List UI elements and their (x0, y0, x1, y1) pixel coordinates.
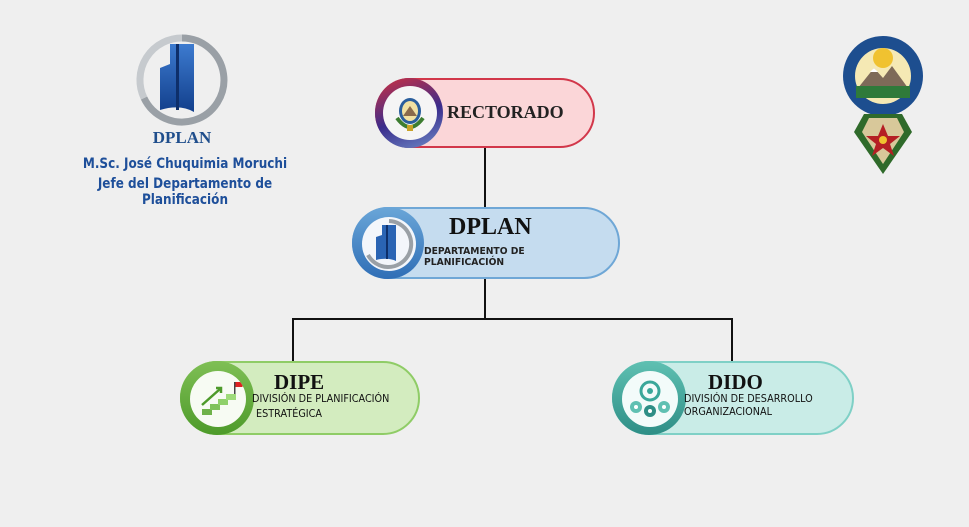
connector-dplan-down (484, 279, 486, 319)
node-title: DIPE (274, 370, 325, 394)
node-rectorado: RECTORADO (375, 78, 595, 148)
dplan-building-logo-icon (362, 217, 416, 271)
connector-to-dipe (292, 318, 294, 362)
person-name: M.Sc. José Chuquimia Moruchi (82, 156, 288, 172)
connector-to-dido (731, 318, 733, 362)
bolivia-coat-of-arms-icon (383, 86, 437, 140)
connector-rectorado-dplan (484, 148, 486, 208)
connector-horizontal (292, 318, 733, 320)
dplan-logo-icon (136, 34, 228, 126)
node-subtitle-line1: DIVISIÓN DE DESARROLLO (684, 393, 813, 405)
growth-stairs-icon (190, 371, 246, 427)
node-title: DIDO (708, 370, 763, 394)
node-dplan: DPLAN DEPARTAMENTO DE PLANIFICACIÓN (352, 207, 620, 279)
node-dipe: DIPE DIVISIÓN DE PLANIFICACIÓN ESTRATÉGI… (180, 361, 420, 435)
node-dido: DIDO DIVISIÓN DE DESARROLLO ORGANIZACION… (612, 361, 854, 435)
node-title: DPLAN (449, 214, 532, 240)
node-subtitle-line2: ESTRATÉGICA (256, 408, 323, 420)
logo-label: DPLAN (152, 128, 212, 147)
node-subtitle-line1: DIVISIÓN DE PLANIFICACIÓN (252, 393, 390, 405)
organization-gears-icon (622, 371, 678, 427)
node-title: RECTORADO (447, 102, 564, 122)
university-seal-icon (842, 14, 924, 180)
person-title: Jefe del Departamento de Planificación (97, 176, 273, 208)
node-subtitle: DEPARTAMENTO DE PLANIFICACIÓN (424, 246, 525, 268)
node-subtitle-line2: ORGANIZACIONAL (684, 406, 772, 418)
